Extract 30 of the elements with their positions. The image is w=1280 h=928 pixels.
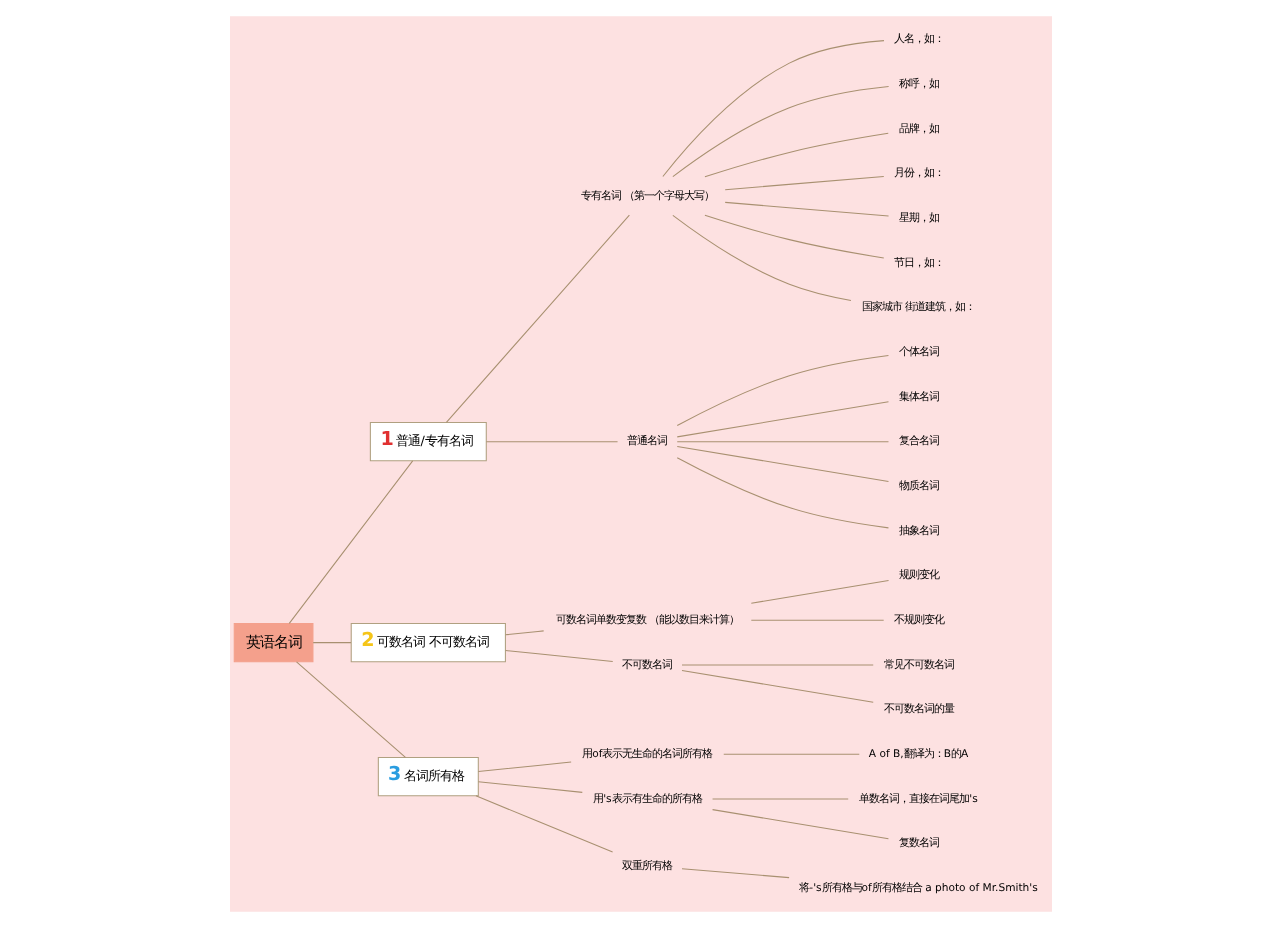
connector [711,809,888,840]
connector [484,441,618,443]
connector [675,354,888,427]
connector [444,214,629,423]
connector [680,664,873,666]
connector [723,201,889,217]
connector [711,798,848,800]
connector [295,661,405,758]
connector [476,781,582,793]
connector [680,868,789,879]
connector [722,753,859,755]
connector [749,619,884,621]
connector [749,579,889,604]
connector [671,214,851,301]
connector [675,457,888,529]
connector [680,670,873,703]
connector [675,401,888,438]
connector [504,630,544,636]
connector [703,132,888,178]
connector [287,460,413,624]
connector [671,85,889,178]
connector [476,761,571,773]
connector [723,175,884,191]
connector [504,649,613,663]
connector [311,642,351,644]
connector [474,795,613,853]
connector [675,445,888,483]
connector [661,40,884,178]
connector [675,441,888,443]
connector [703,214,884,259]
